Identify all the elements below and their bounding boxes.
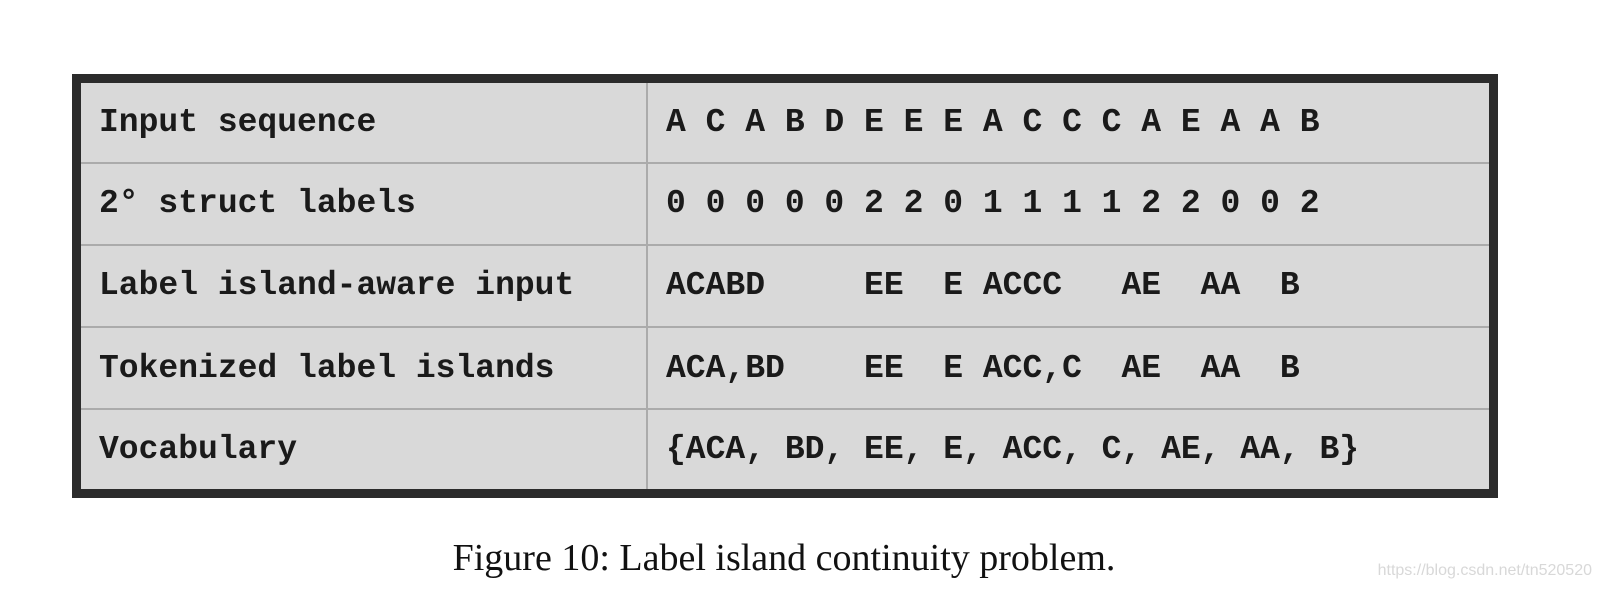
row-value: A C A B D E E E A C C C A E A A B — [646, 83, 1489, 164]
table-row: 2° struct labels 0 0 0 0 0 2 2 0 1 1 1 1… — [81, 161, 1489, 246]
table-row: Label island-aware input ACABD EE E ACCC… — [81, 243, 1489, 329]
row-value: {ACA, BD, EE, E, ACC, C, AE, AA, B} — [646, 408, 1489, 489]
row-label: Vocabulary — [81, 408, 648, 489]
row-label: Label island-aware input — [81, 243, 648, 329]
table-row: Input sequence A C A B D E E E A C C C A… — [81, 83, 1489, 164]
row-value: ACABD EE E ACCC AE AA B — [646, 243, 1489, 329]
figure-caption: Figure 10: Label island continuity probl… — [452, 537, 1116, 579]
table-row: Tokenized label islands ACA,BD EE E ACC,… — [81, 325, 1489, 411]
row-label: Input sequence — [81, 83, 648, 164]
table-row: Vocabulary {ACA, BD, EE, E, ACC, C, AE, … — [81, 408, 1489, 489]
row-value: 0 0 0 0 0 2 2 0 1 1 1 1 2 2 0 0 2 — [646, 161, 1489, 246]
label-island-table: Input sequence A C A B D E E E A C C C A… — [81, 83, 1489, 489]
row-value: ACA,BD EE E ACC,C AE AA B — [646, 325, 1489, 411]
figure-table-frame: Input sequence A C A B D E E E A C C C A… — [72, 74, 1498, 498]
row-label: 2° struct labels — [81, 161, 648, 246]
row-label: Tokenized label islands — [81, 325, 648, 411]
watermark-text: https://blog.csdn.net/tn520520 — [1377, 562, 1592, 579]
